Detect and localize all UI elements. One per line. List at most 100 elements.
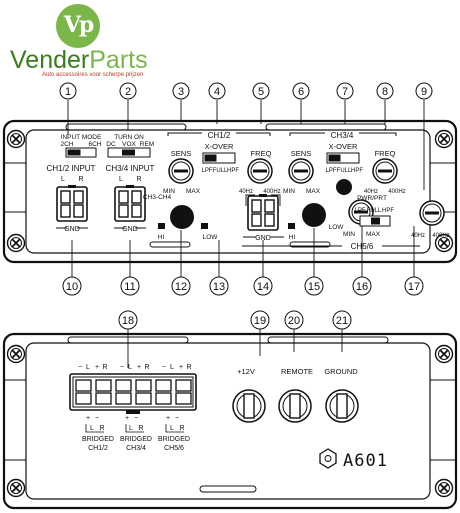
hz400-label: 400Hz	[388, 189, 405, 195]
callout-label: 1	[65, 86, 71, 98]
hz400-label: 400Hz	[263, 189, 280, 195]
l-label: L	[86, 364, 90, 371]
ground-label: GROUND	[324, 367, 358, 376]
hpf-label: HPF	[351, 168, 363, 174]
r-label: R	[102, 364, 107, 371]
turn-on-vox: VOX	[122, 141, 136, 148]
callout-label: 9	[421, 86, 427, 98]
callout-5: 5	[252, 82, 270, 100]
lpf-label: LPF	[325, 168, 336, 174]
l-label: L	[129, 425, 133, 432]
bridged-label: BRIDGED	[158, 436, 190, 443]
callout-label: 17	[408, 281, 420, 293]
callout-15: 15	[304, 276, 324, 296]
callouts-bottom: 10 11 12 13 14 15 16 17	[62, 226, 424, 296]
full-label: FULL	[367, 208, 382, 214]
callout-1: 1	[59, 82, 77, 100]
callout-12: 12	[171, 276, 191, 296]
callout-8: 8	[376, 82, 394, 100]
low-label: LOW	[203, 234, 219, 241]
brand-logo: Vp VenderParts Auto accessoires voor sch…	[8, 0, 178, 80]
ch34-group-label: CH3/4	[331, 131, 354, 140]
hz400-label: 400Hz	[432, 233, 449, 239]
low-label: LOW	[329, 224, 345, 231]
callout-19: 19	[250, 310, 270, 330]
model-name: A601	[343, 451, 388, 471]
input-r-label: R	[136, 176, 141, 183]
input-r-label: R	[78, 176, 83, 183]
plus-label: +	[137, 364, 141, 371]
speaker-output: − L + R − L + R − L + R + − + −	[69, 364, 197, 452]
ch12-input: CH1/2 INPUT L R GND	[47, 164, 96, 233]
ch56-input-connector-icon	[247, 193, 279, 231]
minus-label: −	[162, 364, 166, 371]
ch56-level-knob-icon	[302, 203, 326, 227]
sens-label: SENS	[291, 149, 311, 158]
callout-label: 19	[254, 315, 266, 327]
ch12-controls: CH1/2 SENS MIN MAX X-OVER LPF FULL HPF F…	[163, 131, 281, 195]
callout-label: 21	[336, 315, 348, 327]
max-label: MAX	[186, 188, 201, 195]
ch34-input: CH3/4 INPUT L R GND	[106, 164, 155, 233]
callout-20: 20	[284, 310, 304, 330]
callout-11: 11	[120, 276, 140, 296]
input-l-label: L	[119, 176, 123, 183]
callout-label: 14	[257, 281, 269, 293]
turn-on-dc: DC	[106, 141, 116, 148]
hz40-label: 40Hz	[411, 233, 425, 239]
callouts-top: 1 2 3 4 5 6 7 8 9	[59, 82, 433, 190]
logo-word-2: Parts	[89, 46, 148, 74]
remote-label: REMOTE	[281, 367, 313, 376]
bridged-label: BRIDGED	[120, 436, 152, 443]
hz40-label: 40Hz	[239, 189, 253, 195]
sens-label: SENS	[171, 149, 191, 158]
hpf-label: HPF	[382, 208, 394, 214]
power-terminals: +12V REMOTE GROUND	[232, 367, 359, 423]
input-mode-6ch: 6CH	[88, 141, 101, 148]
hi-label: HI	[158, 234, 165, 241]
l-label: L	[90, 425, 94, 432]
sens-knob-icon	[288, 158, 314, 184]
logo-tagline: Auto accessoires voor scherpe prijzen	[42, 72, 144, 78]
callout-label: 7	[342, 86, 348, 98]
freq-knob-icon	[419, 200, 445, 226]
input-mode-switch: INPUT MODE 2CH 6CH	[60, 134, 102, 158]
rca-connector-icon	[56, 184, 88, 222]
callout-label: 6	[298, 86, 304, 98]
bridged-ch12-label: CH1/2	[88, 445, 108, 452]
ch34-level-knob-icon	[170, 205, 194, 229]
turn-on-switch: TURN ON DC VOX REM	[106, 134, 154, 158]
turn-on-title: TURN ON	[114, 134, 144, 141]
callout-10: 10	[62, 276, 82, 296]
plus12v-terminal-icon	[232, 389, 266, 423]
ch34-controls: CH3/4 SENS MIN MAX X-OVER LPF FULL HPF F…	[283, 131, 406, 195]
callout-label: 8	[382, 86, 388, 98]
callout-label: 11	[124, 281, 135, 293]
ground-terminal-icon	[325, 389, 359, 423]
power-led-icon	[336, 179, 352, 195]
gnd-label: GND	[255, 235, 271, 242]
callout-16: 16	[352, 276, 372, 296]
minus-label: −	[120, 364, 124, 371]
gnd-label: GND	[122, 226, 138, 233]
logo-word-1: Vender	[10, 46, 90, 74]
sens-knob-icon	[168, 158, 194, 184]
input-mode-2ch: 2CH	[60, 141, 73, 148]
logo-circle	[56, 4, 100, 48]
turn-on-rem: REM	[140, 141, 154, 148]
l-label: L	[128, 364, 132, 371]
remote-terminal-icon	[278, 389, 312, 423]
callout-7: 7	[336, 82, 354, 100]
min-label: MIN	[283, 188, 295, 195]
l-label: L	[170, 425, 174, 432]
callout-label: 12	[175, 281, 187, 293]
r-label: R	[179, 425, 184, 432]
callout-14: 14	[253, 276, 273, 296]
ch12-group-label: CH1/2	[208, 131, 231, 140]
logo-monogram: Vp	[63, 12, 94, 38]
callout-label: 5	[258, 86, 264, 98]
callout-2: 2	[119, 82, 137, 100]
lpf-label: LPF	[354, 208, 365, 214]
bridged-label: BRIDGED	[82, 436, 114, 443]
input-l-label: L	[61, 176, 65, 183]
